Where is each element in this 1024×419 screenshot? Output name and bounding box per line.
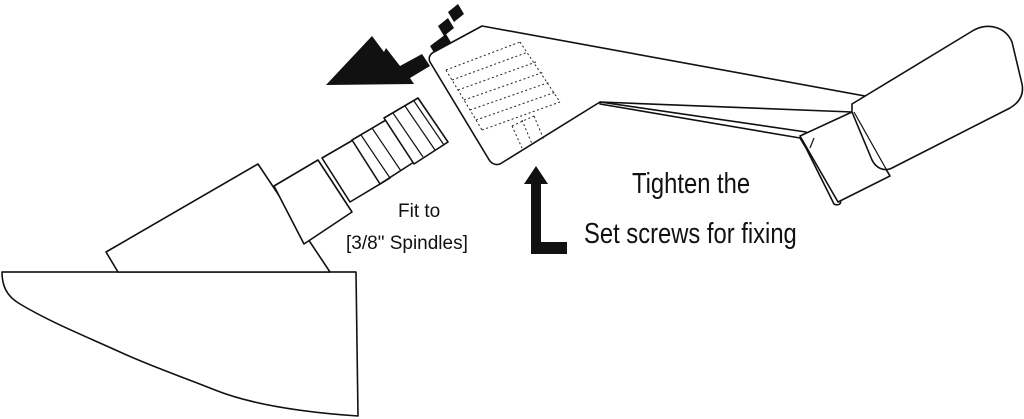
handle-grip: [851, 25, 1024, 177]
handle-arm: [599, 101, 891, 206]
hex-nut-upper: [383, 97, 449, 165]
motor-housing: [105, 163, 331, 273]
bristle-hatching: [445, 41, 561, 131]
spindle-size-label: [3/8" Spindles]: [346, 233, 468, 254]
l-shaped-up-arrow-icon: [524, 166, 567, 254]
fit-to-label: Fit to: [398, 201, 441, 222]
machine-body: [1, 271, 359, 417]
brush-head: [428, 25, 951, 166]
dashed-arrow-left-icon: [326, 4, 464, 85]
spindle-collar: [273, 159, 353, 245]
instruction-line-1: Tighten the: [632, 168, 751, 200]
instruction-line-2: Set screws for fixing: [584, 218, 797, 250]
